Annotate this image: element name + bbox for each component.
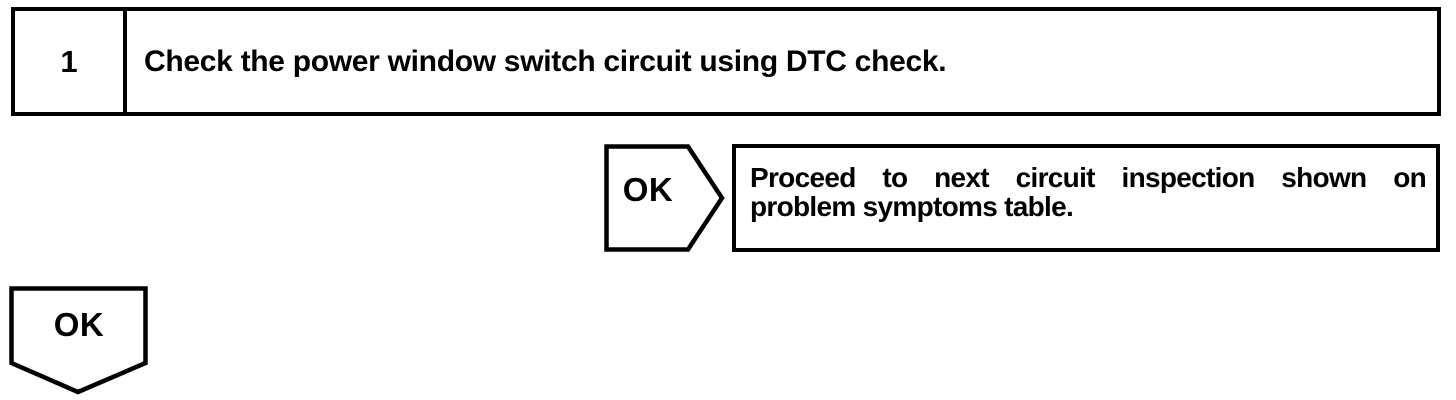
step-box: 1 Check the power window switch circuit … xyxy=(11,7,1441,116)
step-number: 1 xyxy=(60,43,78,79)
ok-connector-down-icon xyxy=(9,286,148,395)
step-instruction-text: Check the power window switch circuit us… xyxy=(144,44,947,78)
result-box: Proceed to next circuit inspection shown… xyxy=(732,144,1440,252)
result-line-1: Proceed to next circuit inspection shown… xyxy=(750,162,1427,193)
ok-connector-right-icon xyxy=(604,144,725,252)
result-line-2: problem symptoms table. xyxy=(750,191,1074,222)
step-number-cell: 1 xyxy=(15,11,127,112)
step-instruction: Check the power window switch circuit us… xyxy=(127,11,1437,112)
